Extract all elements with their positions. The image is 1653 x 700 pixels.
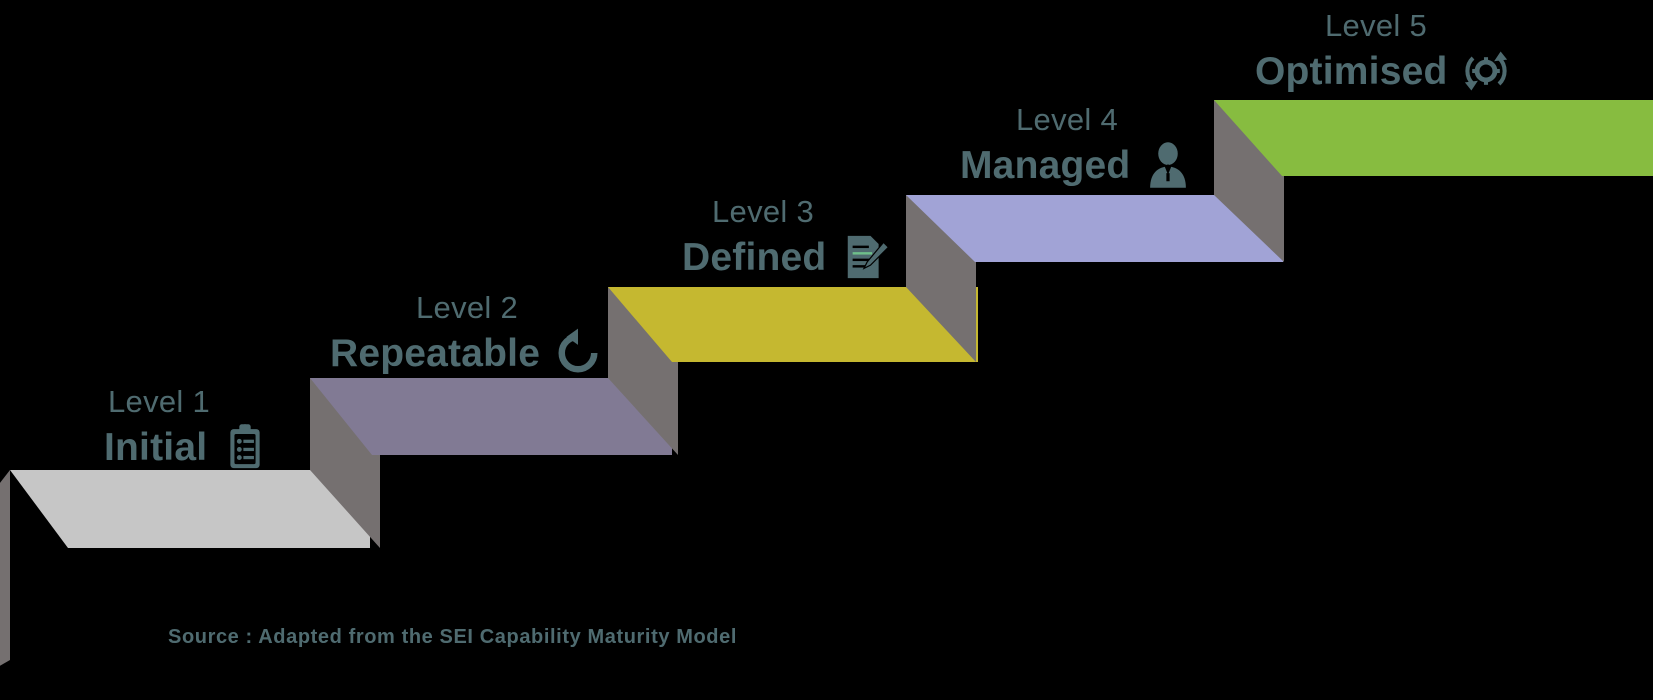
step-top-4 xyxy=(906,195,1283,262)
step-top-3 xyxy=(608,287,978,362)
step-riser-1 xyxy=(0,470,10,666)
source-attribution: Source : Adapted from the SEI Capability… xyxy=(168,626,737,648)
step-top-1 xyxy=(10,470,370,548)
step-top-5 xyxy=(1214,100,1653,176)
step-top-2 xyxy=(310,378,672,455)
